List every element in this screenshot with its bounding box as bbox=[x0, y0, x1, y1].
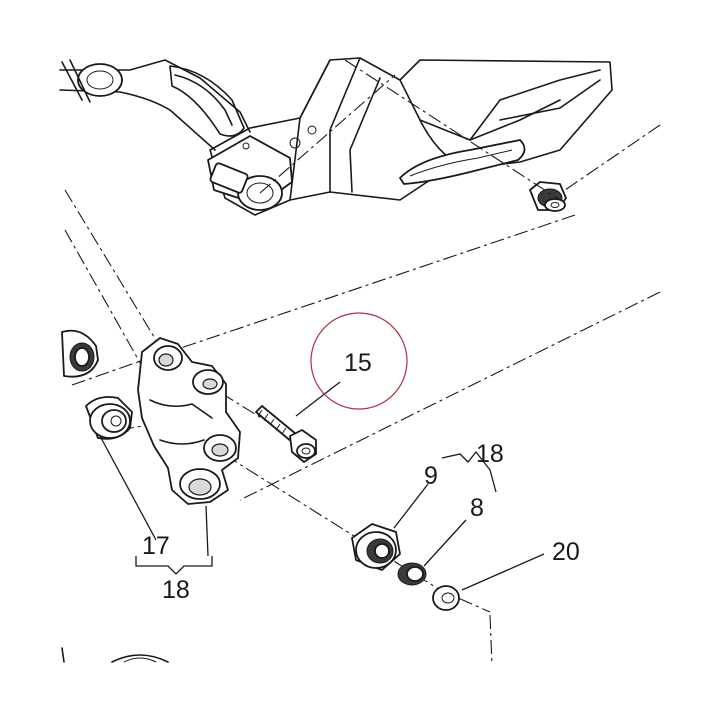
bushing-17 bbox=[85, 396, 133, 440]
partial-part-bottom bbox=[111, 654, 169, 663]
needle-bearing-left bbox=[61, 329, 99, 378]
linkage-rocker bbox=[137, 337, 241, 505]
tube-end bbox=[77, 63, 123, 97]
seal-ring-8 bbox=[397, 562, 427, 586]
highlight-circle bbox=[310, 312, 408, 410]
leader-lines bbox=[99, 381, 545, 591]
callout-18-bottom: 18 bbox=[162, 576, 190, 604]
callout-17: 17 bbox=[142, 532, 170, 560]
edge-mark-bottom-left bbox=[61, 647, 65, 663]
callout-18-top: 18 bbox=[476, 440, 504, 468]
callout-20: 20 bbox=[552, 538, 580, 566]
washer-20 bbox=[432, 585, 460, 611]
swingarm-assembly bbox=[59, 57, 613, 216]
bushing-top-right bbox=[529, 181, 567, 212]
callout-8: 8 bbox=[470, 494, 484, 522]
needle-bearing-9 bbox=[351, 523, 401, 571]
callout-9: 9 bbox=[424, 462, 438, 490]
callout-15: 15 bbox=[344, 349, 372, 377]
bolt-15 bbox=[255, 405, 317, 463]
